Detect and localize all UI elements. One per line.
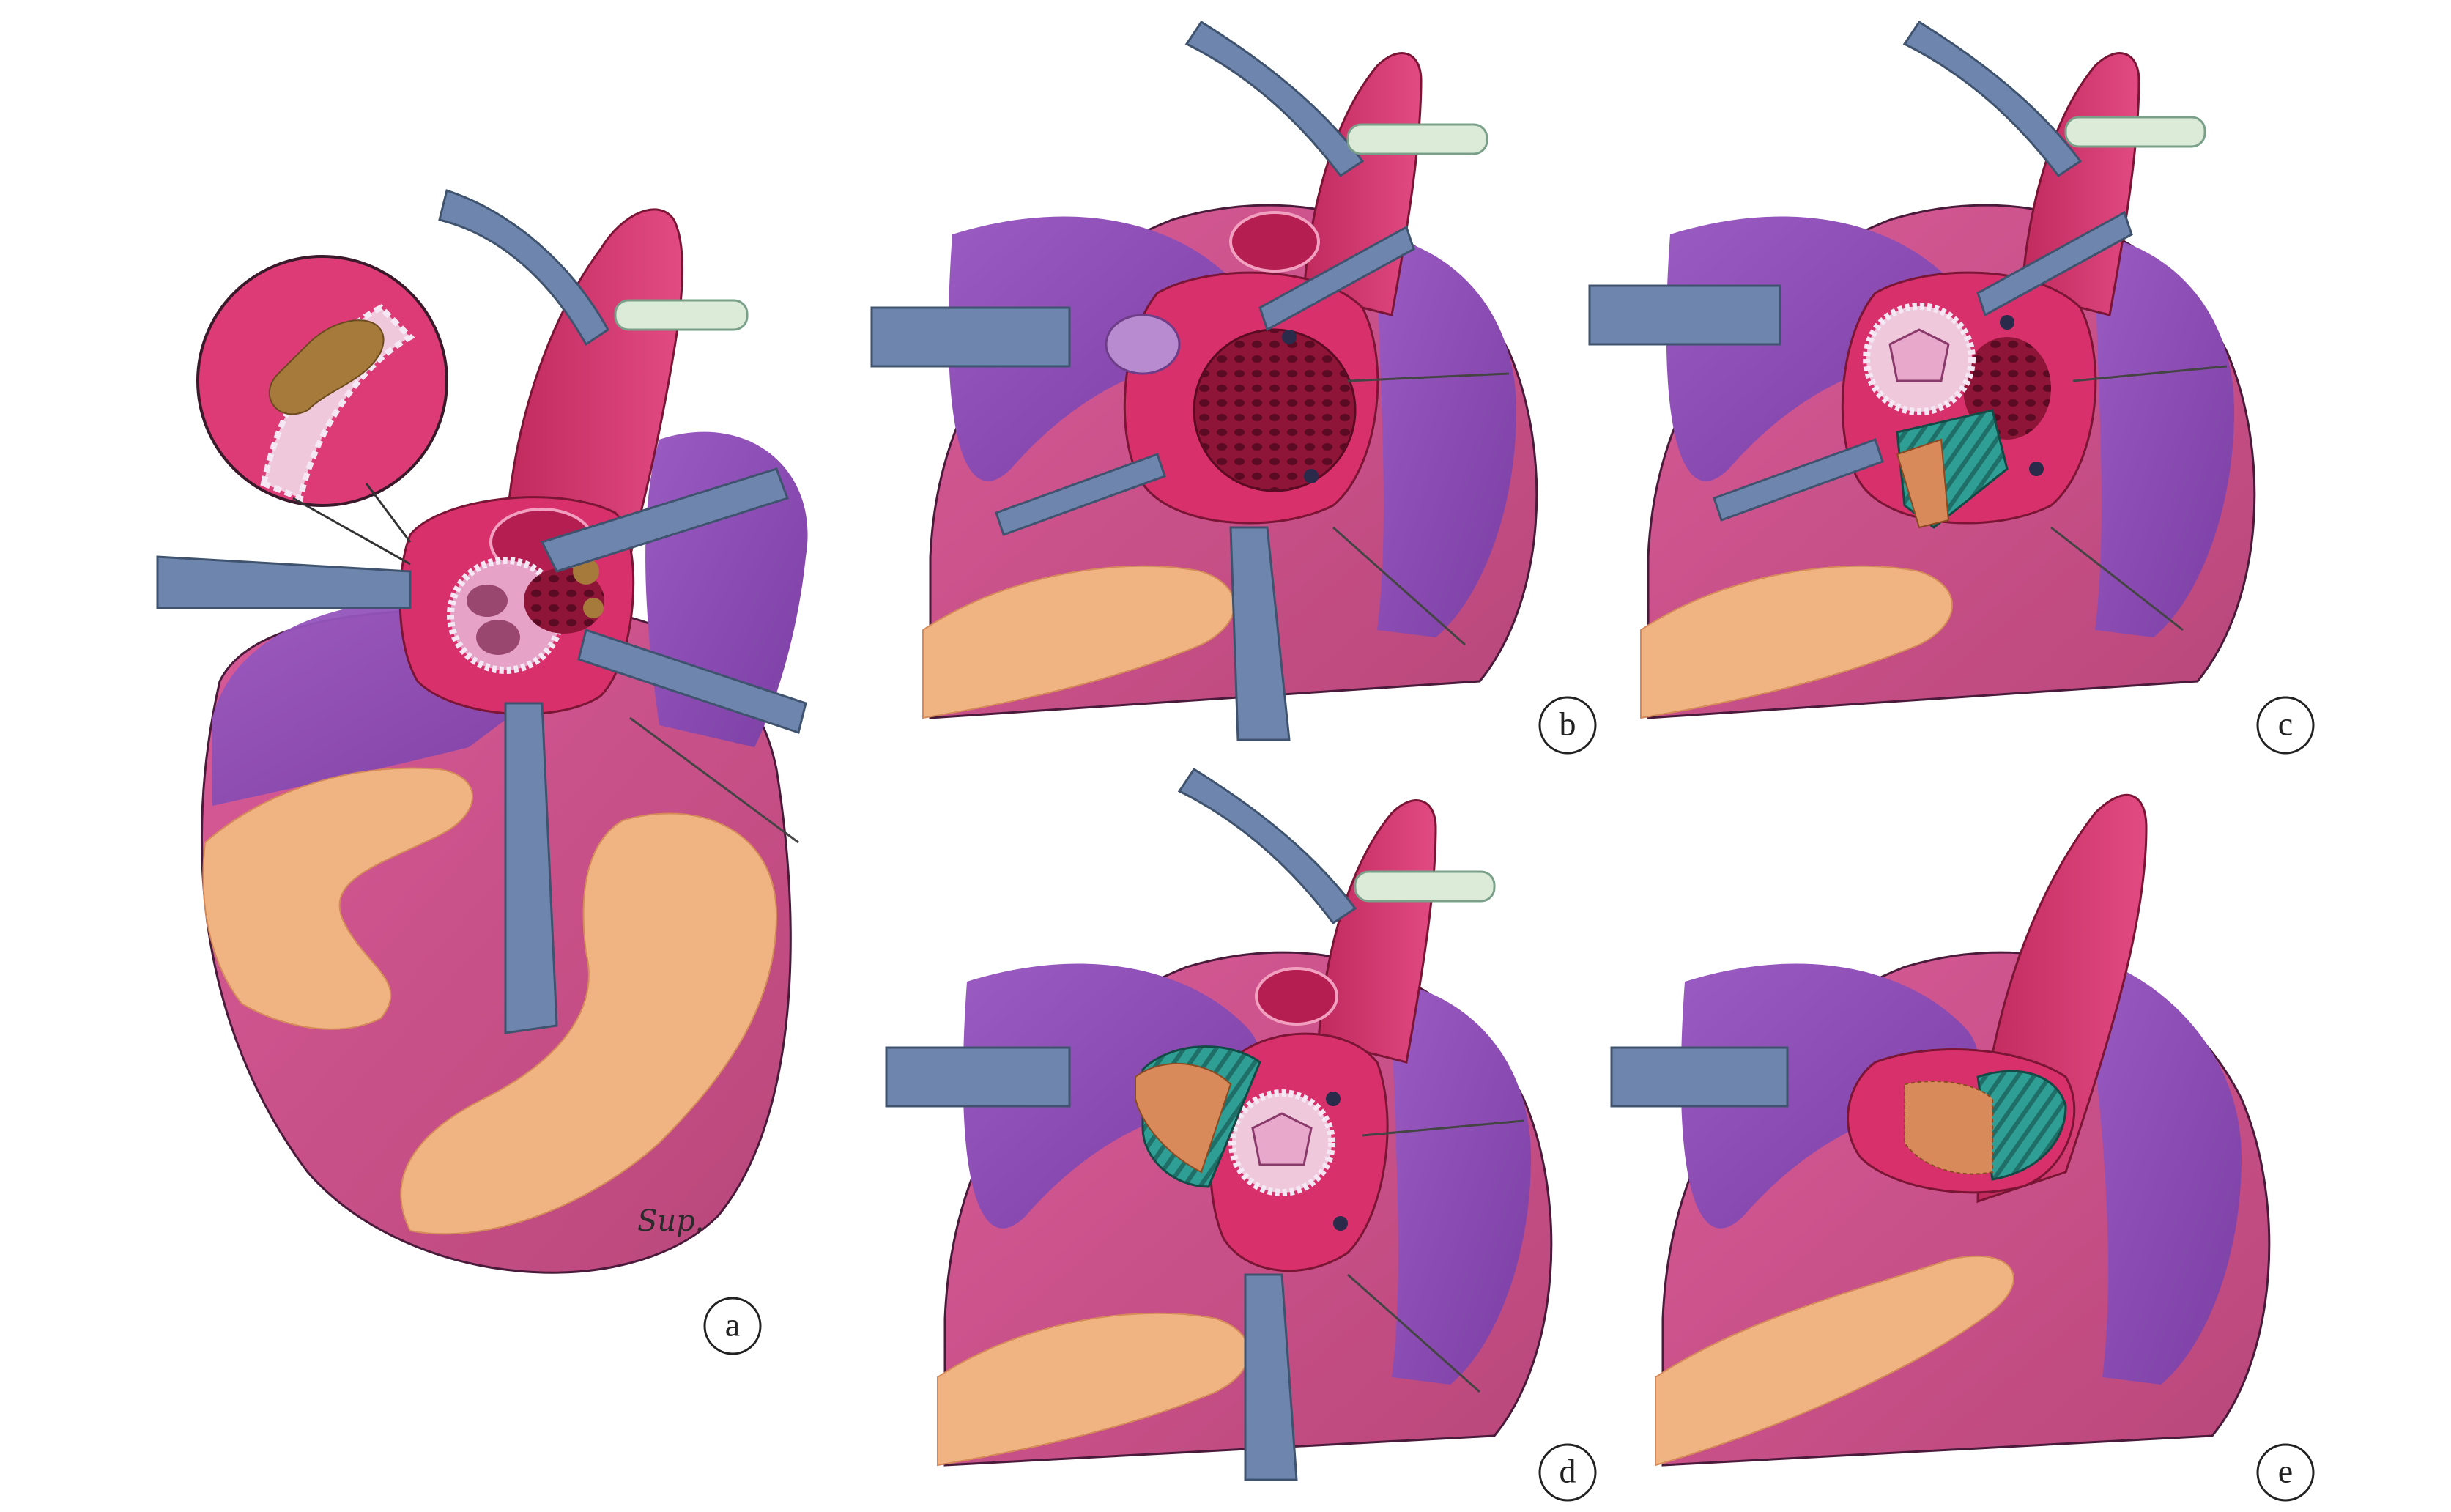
- venous-structure-right: [1377, 234, 1516, 637]
- retractor-left: [156, 555, 412, 609]
- valve-leaflet: [476, 620, 520, 655]
- panel-label-e: e: [2278, 1453, 2293, 1490]
- aortic-lumen: [1229, 211, 1320, 273]
- pericardial-patch: [1976, 1070, 2067, 1181]
- aortic-lumen: [1255, 967, 1338, 1026]
- bypass-tube: [2064, 116, 2206, 148]
- venous-structure-right: [2080, 952, 2242, 1385]
- panel-e: e: [1610, 793, 2315, 1502]
- stay-suture-dot: [1333, 1216, 1348, 1231]
- bypass-tube: [614, 299, 749, 331]
- inset-calcification: [268, 319, 385, 415]
- panel-label-a: a: [725, 1306, 740, 1344]
- venous-structure: [1666, 216, 1964, 481]
- suture-line: [1362, 1119, 1524, 1137]
- stay-suture-dot: [1304, 469, 1319, 483]
- retractor-lower-left: [995, 453, 1166, 536]
- suture-line: [1347, 1273, 1480, 1393]
- inset-pointer: [292, 497, 411, 566]
- suture-line: [2072, 365, 2228, 382]
- retractor-lower-left: [1713, 438, 1884, 522]
- aorta: [1317, 799, 1437, 1064]
- stay-suture-dot: [1282, 330, 1297, 344]
- retractor-upper-right: [1976, 210, 2133, 317]
- epicardial-fat: [1640, 565, 1953, 719]
- panel-label-badge: [2256, 696, 2315, 755]
- illustrator-signature: Sup.: [637, 1204, 704, 1238]
- epicardial-fat: [1655, 1255, 2014, 1467]
- stay-suture-dot: [1326, 1092, 1341, 1106]
- patch-orange: [1135, 1062, 1232, 1174]
- panel-label-d: d: [1560, 1453, 1576, 1490]
- panel-label-badge: [703, 1297, 762, 1355]
- stay-suture-dot: [2000, 315, 2014, 330]
- venous-structure-right: [1392, 982, 1531, 1385]
- calcium-deposit: [583, 598, 604, 618]
- panel-label-badge: [1538, 696, 1597, 755]
- venous-structure: [948, 216, 1246, 481]
- retractor-upper-right: [1258, 225, 1415, 332]
- valve-prosthesis-leaflets: [1888, 328, 1950, 382]
- suture-line: [629, 716, 799, 844]
- mitral-valve: [1105, 314, 1181, 375]
- panel-b: b: [870, 20, 1597, 755]
- epicardial-fat: [202, 767, 473, 1030]
- panel-a: Sup. a: [156, 189, 808, 1355]
- lvot-trabeculae: [1193, 328, 1357, 492]
- venous-structure-right: [2095, 234, 2234, 637]
- panel-label-badge: [1538, 1443, 1597, 1502]
- bypass-tube: [1346, 123, 1488, 155]
- retractor-left: [1588, 284, 1781, 346]
- aorta: [504, 208, 684, 558]
- inset-pointer: [365, 483, 412, 543]
- venous-structure: [1680, 963, 1979, 1228]
- retractor-top: [1902, 20, 2083, 178]
- panel-c: c: [1588, 20, 2315, 755]
- retractor-left: [1610, 1046, 1789, 1108]
- retractor-left: [885, 1046, 1071, 1108]
- panel-label-badge: [2256, 1443, 2315, 1502]
- retractor-top: [438, 189, 609, 346]
- suture-line: [1347, 372, 1510, 382]
- suture-line: [2050, 526, 2184, 631]
- retractor-right-upper: [540, 467, 789, 573]
- patch-orange: [1896, 438, 1950, 529]
- panel-label-b: b: [1560, 705, 1576, 743]
- epicardial-fat-lower: [400, 812, 778, 1235]
- venous-structure: [963, 963, 1261, 1228]
- bypass-tube: [1354, 870, 1496, 903]
- retractor-bottom: [1244, 1273, 1298, 1481]
- panel-label-c: c: [2278, 705, 2293, 743]
- retractor-bottom: [504, 702, 558, 1034]
- retractor-left: [870, 306, 1071, 368]
- retractor-top: [1177, 767, 1357, 925]
- patch-orange: [1904, 1081, 1993, 1175]
- suture-line: [1332, 526, 1466, 646]
- retractor-bottom: [1229, 526, 1291, 741]
- panel-d: d: [885, 767, 1597, 1502]
- retractor-top: [1184, 20, 1365, 178]
- valve-prosthesis-leaflets: [1251, 1112, 1313, 1166]
- stay-suture-dot: [2029, 462, 2044, 476]
- valve-leaflet: [467, 585, 508, 617]
- retractor-right-lower: [577, 629, 807, 734]
